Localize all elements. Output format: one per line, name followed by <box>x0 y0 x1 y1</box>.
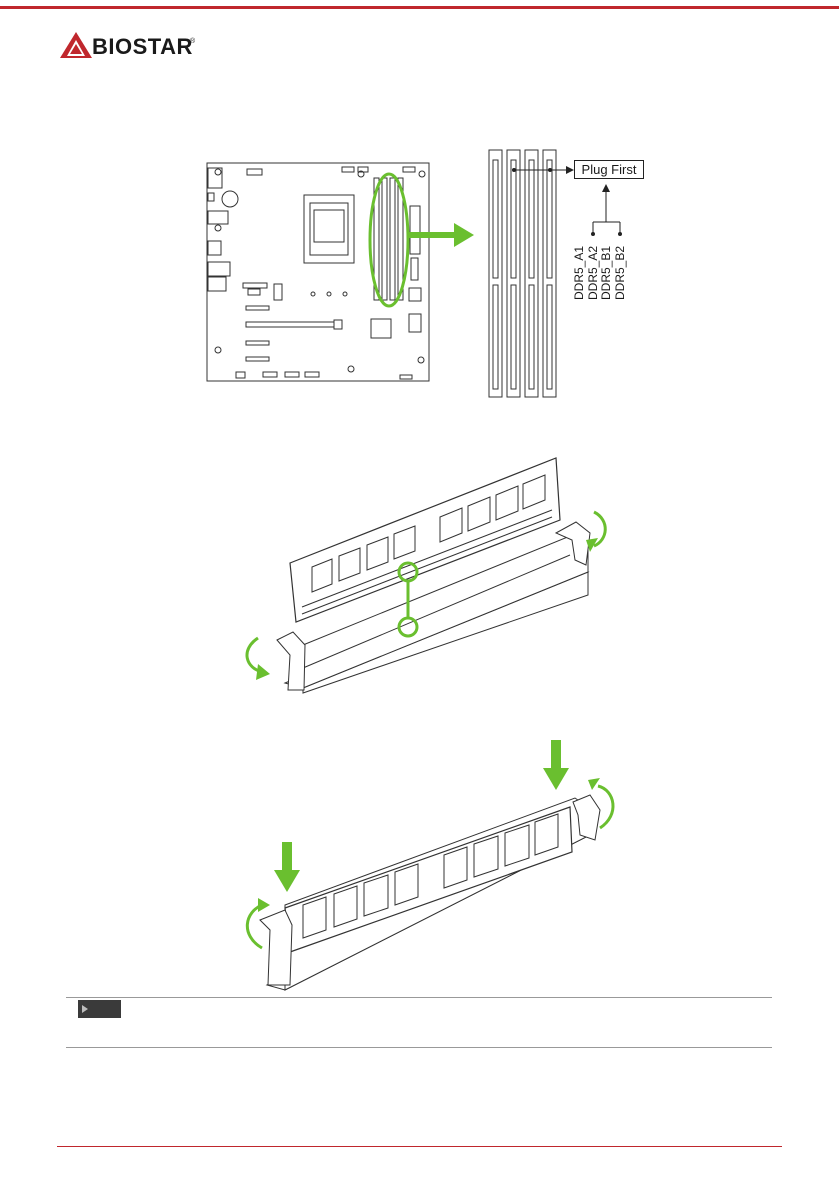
triangle-right-icon <box>82 1005 88 1013</box>
dimm-insert-step-illustration <box>247 458 605 693</box>
memory-installation-figure <box>0 0 839 1000</box>
plug-first-label: Plug First <box>574 160 644 179</box>
note-top-rule <box>66 997 772 998</box>
dimm-locked-step-illustration <box>247 740 613 990</box>
slot-label-b2: DDR5_B2 <box>613 246 627 300</box>
motherboard-diagram <box>207 163 429 381</box>
slot-label-b1: DDR5_B1 <box>599 246 613 300</box>
slot-label-a1: DDR5_A1 <box>572 246 586 300</box>
note-bottom-rule <box>66 1047 772 1048</box>
footer-rule <box>57 1146 782 1147</box>
slot-label-a2: DDR5_A2 <box>586 246 600 300</box>
